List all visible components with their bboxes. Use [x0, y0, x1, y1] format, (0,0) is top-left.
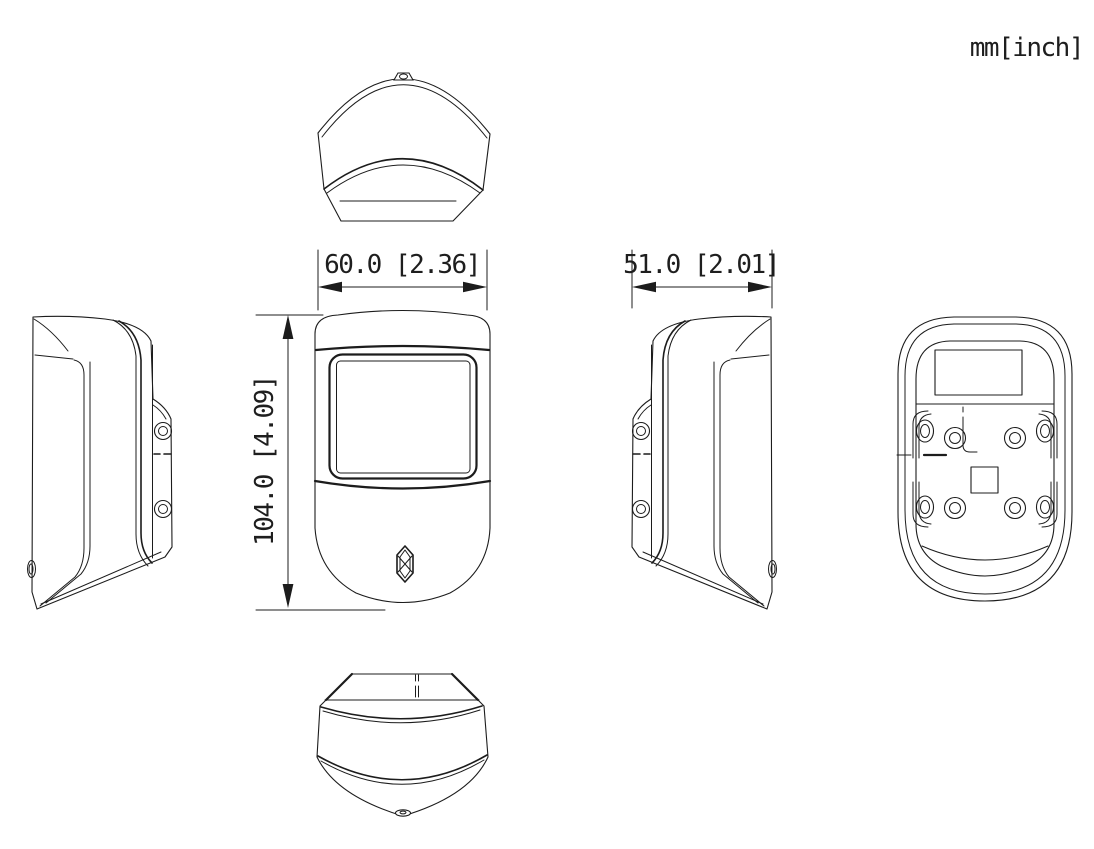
- bottom-screw: [394, 809, 412, 817]
- top-screw: [393, 72, 414, 81]
- mounting-holes-lower: [915, 495, 1055, 520]
- side-depth-dimension: 51.0 [2.01]: [623, 249, 780, 309]
- bottom-view: [316, 672, 489, 817]
- mounting-holes-upper: [915, 419, 1055, 450]
- front-height-dimension-label: 104.0 [4.09]: [250, 376, 280, 546]
- front-view: [313, 309, 492, 604]
- left-side-view: [26, 315, 173, 610]
- front-width-dimension-label: 60.0 [2.36]: [324, 250, 480, 280]
- led-indicator: [396, 545, 414, 583]
- back-view: [896, 316, 1073, 602]
- front-height-dimension: 104.0 [4.09]: [250, 314, 386, 611]
- top-view: [317, 72, 491, 222]
- pir-lens-window: [328, 353, 478, 480]
- front-width-dimension: 60.0 [2.36]: [317, 249, 488, 311]
- cable-knockout-square: [970, 466, 999, 494]
- right-side-view: [631, 315, 778, 610]
- battery-compartment: [934, 349, 1023, 396]
- side-depth-dimension-label: 51.0 [2.01]: [623, 250, 779, 280]
- units-label: mm[inch]: [970, 33, 1083, 63]
- cable-routing-slot: [962, 406, 978, 453]
- bottom-slot: [415, 674, 419, 698]
